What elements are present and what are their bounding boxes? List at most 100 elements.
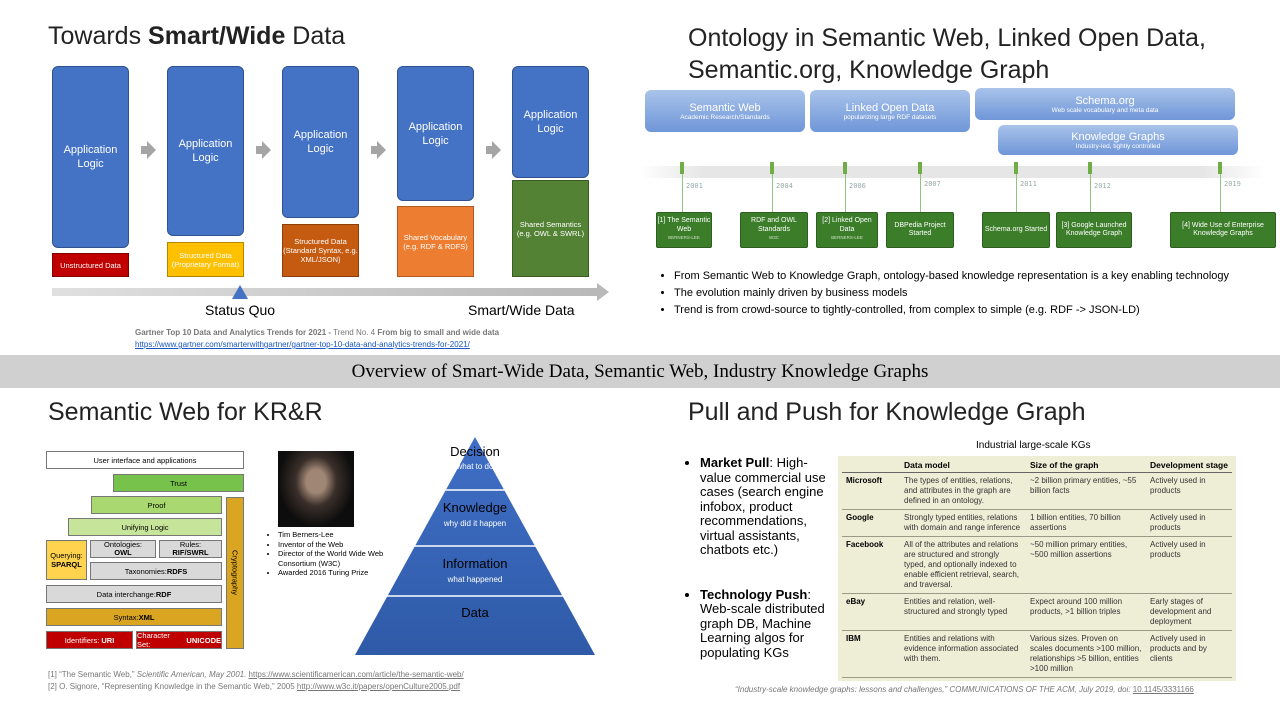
bullet-item: The evolution mainly driven by business … [674, 285, 1264, 302]
year-label: 2012 [1094, 182, 1111, 190]
person-info-list: Tim Berners-Lee Inventor of the Web Dire… [262, 530, 408, 578]
section-banner: Overview of Smart-Wide Data, Semantic We… [0, 355, 1280, 388]
milestone-dbpedia: DBPedia Project Started [886, 212, 954, 248]
structured-standard-box: Structured Data (Standard Syntax, e.g. X… [282, 224, 359, 277]
dikw-pyramid [355, 437, 595, 655]
structured-proprietary-box: Structured Data (Proprietary Format) [167, 242, 244, 277]
app-logic-box-2: Application Logic [167, 66, 244, 236]
layer-ontologies: Ontologies:OWL [90, 540, 156, 558]
q4-title: Pull and Push for Knowledge Graph [688, 398, 1086, 426]
axis-arrow-icon [597, 283, 609, 301]
market-pull-item: Market Pull: High-value commercial use c… [700, 455, 835, 558]
layer-cryptography: Cryptography [226, 497, 244, 649]
connector-line [682, 174, 683, 212]
shared-semantics-box: Shared Semantics (e.g. OWL & SWRL) [512, 180, 589, 277]
app-logic-box-4: Application Logic [397, 66, 474, 201]
acm-citation: “Industry-scale knowledge graphs: lesson… [735, 685, 1194, 694]
timeline-tick [918, 162, 922, 174]
status-quo-label: Status Quo [205, 302, 276, 318]
technology-push-item: Technology Push: Web-scale distributed g… [700, 587, 835, 661]
milestone-schema-org: Schema.org Started [982, 212, 1050, 248]
q2-title: Ontology in Semantic Web, Linked Open Da… [688, 24, 1206, 84]
gartner-link[interactable]: https://www.gartner.com/smarterwithgartn… [135, 340, 470, 349]
portrait-photo [278, 451, 354, 527]
ref-2-link[interactable]: http://www.w3c.it/papers/openCulture2005… [296, 682, 461, 691]
timeline-tick [1014, 162, 1018, 174]
year-label: 2007 [924, 180, 941, 188]
q3-title: Semantic Web for KR&R [48, 398, 323, 426]
layer-proof: Proof [91, 496, 222, 514]
timeline-tick [680, 162, 684, 174]
layer-ui: User interface and applications [46, 451, 244, 469]
q2-bullet-list: From Semantic Web to Knowledge Graph, on… [658, 268, 1264, 319]
q1-source: Gartner Top 10 Data and Analytics Trends… [135, 328, 500, 337]
connector-line [920, 174, 921, 212]
timeline-axis [640, 166, 1265, 178]
layer-trust: Trust [113, 474, 244, 492]
shared-vocabulary-box: Shared Vocabulary (e.g. RDF & RDFS) [397, 206, 474, 277]
smart-wide-label: Smart/Wide Data [468, 302, 575, 318]
connector-line [1016, 174, 1017, 212]
ref-1-link[interactable]: https://www.scientificamerican.com/artic… [248, 670, 464, 679]
ref-1: [1] “The Semantic Web,” Scientific Ameri… [48, 670, 464, 679]
app-logic-box-5: Application Logic [512, 66, 589, 178]
person-info-item: Awarded 2016 Turing Prize [278, 568, 408, 578]
connector-line [1220, 174, 1221, 212]
person-info-item: Director of the World Wide Web Consortiu… [278, 549, 408, 568]
arrow-right-icon [256, 141, 271, 159]
timeline-tick [1088, 162, 1092, 174]
year-label: 2019 [1224, 180, 1241, 188]
table-header-row: Data model Size of the graph Development… [842, 458, 1232, 473]
connector-line [1090, 174, 1091, 212]
arrow-right-icon [141, 141, 156, 159]
arrow-right-icon [486, 141, 501, 159]
milestone-enterprise-kg: [4] Wide Use of Enterprise Knowledge Gra… [1170, 212, 1276, 248]
bullet-item: From Semantic Web to Knowledge Graph, on… [674, 268, 1264, 285]
doi-link[interactable]: 10.1145/3331166 [1132, 685, 1194, 694]
layer-identifiers: Identifiers: URI [46, 631, 133, 649]
timeline-tick [1218, 162, 1222, 174]
connector-line [772, 174, 773, 212]
year-label: 2006 [849, 182, 866, 190]
table-title: Industrial large-scale KGs [976, 440, 1091, 451]
pyramid-level-data: Data [461, 605, 489, 620]
bullet-item: Trend is from crowd-source to tightly-co… [674, 302, 1264, 319]
layer-taxonomies: Taxonomies:RDFS [90, 562, 222, 580]
arrow-right-icon [371, 141, 386, 159]
timeline-tick [770, 162, 774, 174]
year-label: 2001 [686, 182, 703, 190]
progress-axis [52, 288, 597, 296]
layer-rules: Rules:RIF/SWRL [159, 540, 222, 558]
person-info-item: Inventor of the Web [278, 540, 408, 550]
layer-querying: Querying:SPARQL [46, 540, 87, 580]
layer-data-interchange: Data interchange:RDF [46, 585, 222, 603]
kg-table-panel: Data model Size of the graph Development… [838, 456, 1236, 681]
app-logic-box-3: Application Logic [282, 66, 359, 218]
connector-line [845, 174, 846, 212]
timeline-tick [843, 162, 847, 174]
ref-2: [2] O. Signore, “Representing Knowledge … [48, 682, 461, 691]
layer-syntax: Syntax:XML [46, 608, 222, 626]
layer-charset: Character Set: UNICODE [136, 631, 222, 649]
person-info-item: Tim Berners-Lee [278, 530, 408, 540]
milestone-google-kg: [3] Google Launched Knowledge Graph [1056, 212, 1132, 248]
pull-push-list: Market Pull: High-value commercial use c… [688, 455, 835, 661]
kg-table: Data model Size of the graph Development… [842, 458, 1232, 678]
layer-unifying-logic: Unifying Logic [68, 518, 222, 536]
unstructured-data-box: Unstructured Data [52, 253, 129, 277]
